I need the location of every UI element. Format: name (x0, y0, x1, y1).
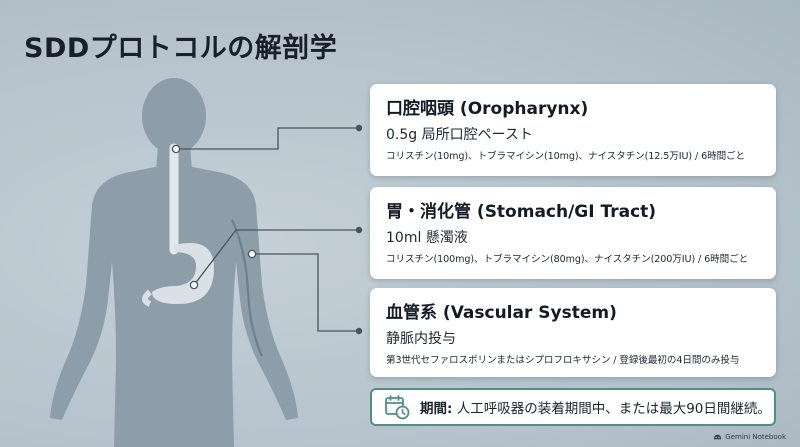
connector-oropharynx (176, 127, 359, 150)
calendar-clock-icon (385, 395, 410, 420)
gi-detail: コリスチン(100mg)、トブラマイシン(80mg)、ナイスタチン(200万IU… (386, 254, 749, 265)
arm-blood-vessel (231, 219, 263, 357)
connector-endpoints (171, 124, 363, 335)
vascular-title: 血管系 (Vascular System) (386, 303, 617, 323)
oropharynx-connector-dot (355, 124, 363, 132)
gi-title: 胃・消化管 (Stomach/GI Tract) (386, 202, 657, 222)
gi-target-point (189, 280, 199, 290)
oropharynx-title: 口腔咽頭 (Oropharynx) (386, 99, 589, 119)
footer-text: Gemini Notebook (725, 432, 786, 441)
oropharynx-detail: コリスチン(10mg)、トブラマイシン(10mg)、ナイスタチン(12.5万IU… (386, 151, 746, 162)
oropharynx-dose: 0.5g 局所口腔ペースト (386, 127, 533, 143)
connector-lines (176, 127, 359, 332)
digestive-tract (142, 143, 214, 307)
connector-vascular (252, 253, 359, 332)
duration-text: 期間: 人工呼吸器の装着期間中、または最大90日間継続。 (420, 397, 771, 417)
gi-connector-dot (355, 226, 363, 234)
vascular-dose: 静脈内投与 (386, 331, 456, 347)
duration-box: 期間: 人工呼吸器の装着期間中、または最大90日間継続。 (370, 388, 776, 426)
gi-dose: 10ml 懸濁液 (386, 230, 468, 246)
body-silhouette (50, 78, 298, 447)
vascular-target-point (247, 249, 257, 259)
vascular-detail: 第3世代セファロスポリンまたはシプロフロキサシン / 登録後最初の4日間のみ投与 (386, 355, 740, 366)
gemini-notebook-logo-icon (714, 434, 722, 440)
footer-brand: Gemini Notebook (713, 432, 786, 441)
vascular-connector-dot (355, 327, 363, 335)
oropharynx-card: 口腔咽頭 (Oropharynx) 0.5g 局所口腔ペースト コリスチン(10… (370, 84, 776, 176)
connector-gi (193, 229, 359, 286)
slide-title: SDDプロトコルの解剖学 (24, 33, 338, 64)
gi-card: 胃・消化管 (Stomach/GI Tract) 10ml 懸濁液 コリスチン(… (370, 187, 776, 279)
vascular-card: 血管系 (Vascular System) 静脈内投与 第3世代セファロスポリン… (370, 288, 776, 377)
oropharynx-target-point (171, 144, 181, 154)
duration-label: 期間: (420, 401, 453, 417)
duration-description: 人工呼吸器の装着期間中、または最大90日間継続。 (452, 401, 771, 417)
